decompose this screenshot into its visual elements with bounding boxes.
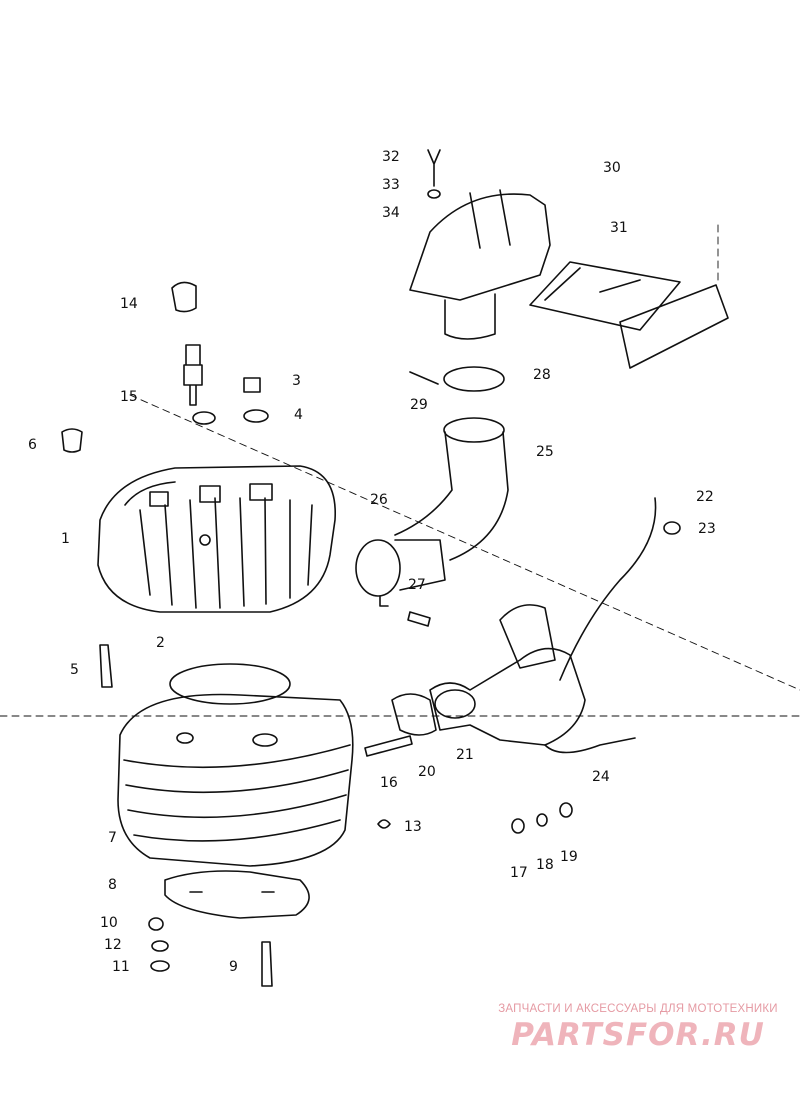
watermark-tagline: ЗАПЧАСТИ И АКСЕССУАРЫ ДЛЯ МОТОТЕХНИКИ	[498, 1003, 778, 1015]
cap-part	[61, 428, 83, 453]
callout-26: 26	[370, 492, 388, 508]
watermark-logo: PARTSFOR.RU	[511, 1016, 765, 1053]
callout-34: 34	[382, 205, 400, 221]
watermark: ЗАПЧАСТИ И АКСЕССУАРЫ ДЛЯ МОТОТЕХНИКИ PA…	[488, 1003, 788, 1053]
carburetor	[429, 604, 636, 754]
callout-20: 20	[418, 764, 436, 780]
washer	[377, 819, 391, 829]
callout-19: 19	[560, 849, 578, 865]
callout-23: 23	[698, 521, 716, 537]
fuel-line-clip	[663, 521, 681, 535]
callout-31: 31	[610, 220, 628, 236]
callout-12: 12	[104, 937, 122, 953]
clamp-screw	[409, 371, 439, 385]
nuts-stack	[148, 917, 170, 972]
hose-clamp	[443, 366, 505, 392]
carb-gasket	[391, 693, 437, 736]
callout-11: 11	[112, 959, 130, 975]
callout-3: 3	[292, 373, 301, 389]
stud	[99, 644, 113, 688]
callout-33: 33	[382, 177, 400, 193]
carb-spacer	[364, 735, 413, 757]
spark-plug	[171, 281, 216, 425]
nut-and-washer	[243, 377, 269, 423]
callout-29: 29	[410, 397, 428, 413]
callout-2: 2	[156, 635, 165, 651]
callout-30: 30	[603, 160, 621, 176]
callout-25: 25	[536, 444, 554, 460]
callout-17: 17	[510, 865, 528, 881]
callout-1: 1	[61, 531, 70, 547]
callout-15: 15	[120, 389, 138, 405]
callout-7: 7	[108, 830, 117, 846]
callout-8: 8	[108, 877, 117, 893]
bolt-washer	[427, 189, 441, 199]
cylinder-head	[97, 465, 336, 613]
callout-21: 21	[456, 747, 474, 763]
callout-22: 22	[696, 489, 714, 505]
callout-32: 32	[382, 149, 400, 165]
intake-hose	[394, 417, 509, 561]
manifold-clamp	[355, 539, 446, 607]
air-filter	[529, 261, 729, 369]
callout-14: 14	[120, 296, 138, 312]
callout-28: 28	[533, 367, 551, 383]
small-fittings	[511, 802, 573, 834]
callout-13: 13	[404, 819, 422, 835]
callout-24: 24	[592, 769, 610, 785]
callout-6: 6	[28, 437, 37, 453]
screw	[407, 611, 431, 627]
callout-9: 9	[229, 959, 238, 975]
pin	[261, 941, 273, 987]
cylinder-block	[117, 663, 354, 867]
fuel-line	[559, 497, 657, 681]
bolt	[427, 149, 441, 187]
callout-27: 27	[408, 577, 426, 593]
callout-4: 4	[294, 407, 303, 423]
air-box	[409, 189, 551, 340]
callout-16: 16	[380, 775, 398, 791]
callout-5: 5	[70, 662, 79, 678]
base-gasket	[164, 870, 310, 919]
callout-10: 10	[100, 915, 118, 931]
callout-18: 18	[536, 857, 554, 873]
